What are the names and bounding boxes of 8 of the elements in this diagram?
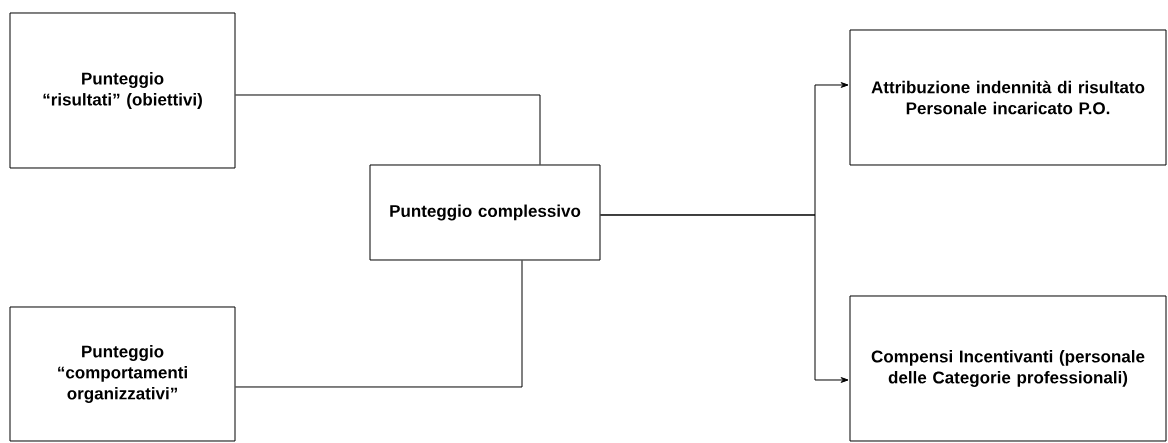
process-box: Punteggio “comportamenti organizzativi” (9, 306, 236, 442)
connector (235, 260, 523, 388)
process-box: Compensi Incentivanti (personale delle Categorie professionali) (849, 295, 1167, 442)
process-box: Punteggio complessivo (369, 164, 601, 261)
process-box: Punteggio “risultati” (obiettivi) (9, 12, 236, 169)
connector (600, 214, 849, 383)
connector (235, 94, 541, 165)
process-box: Attribuzione indennità di risultato Personale incaricato P.O. (849, 29, 1167, 166)
